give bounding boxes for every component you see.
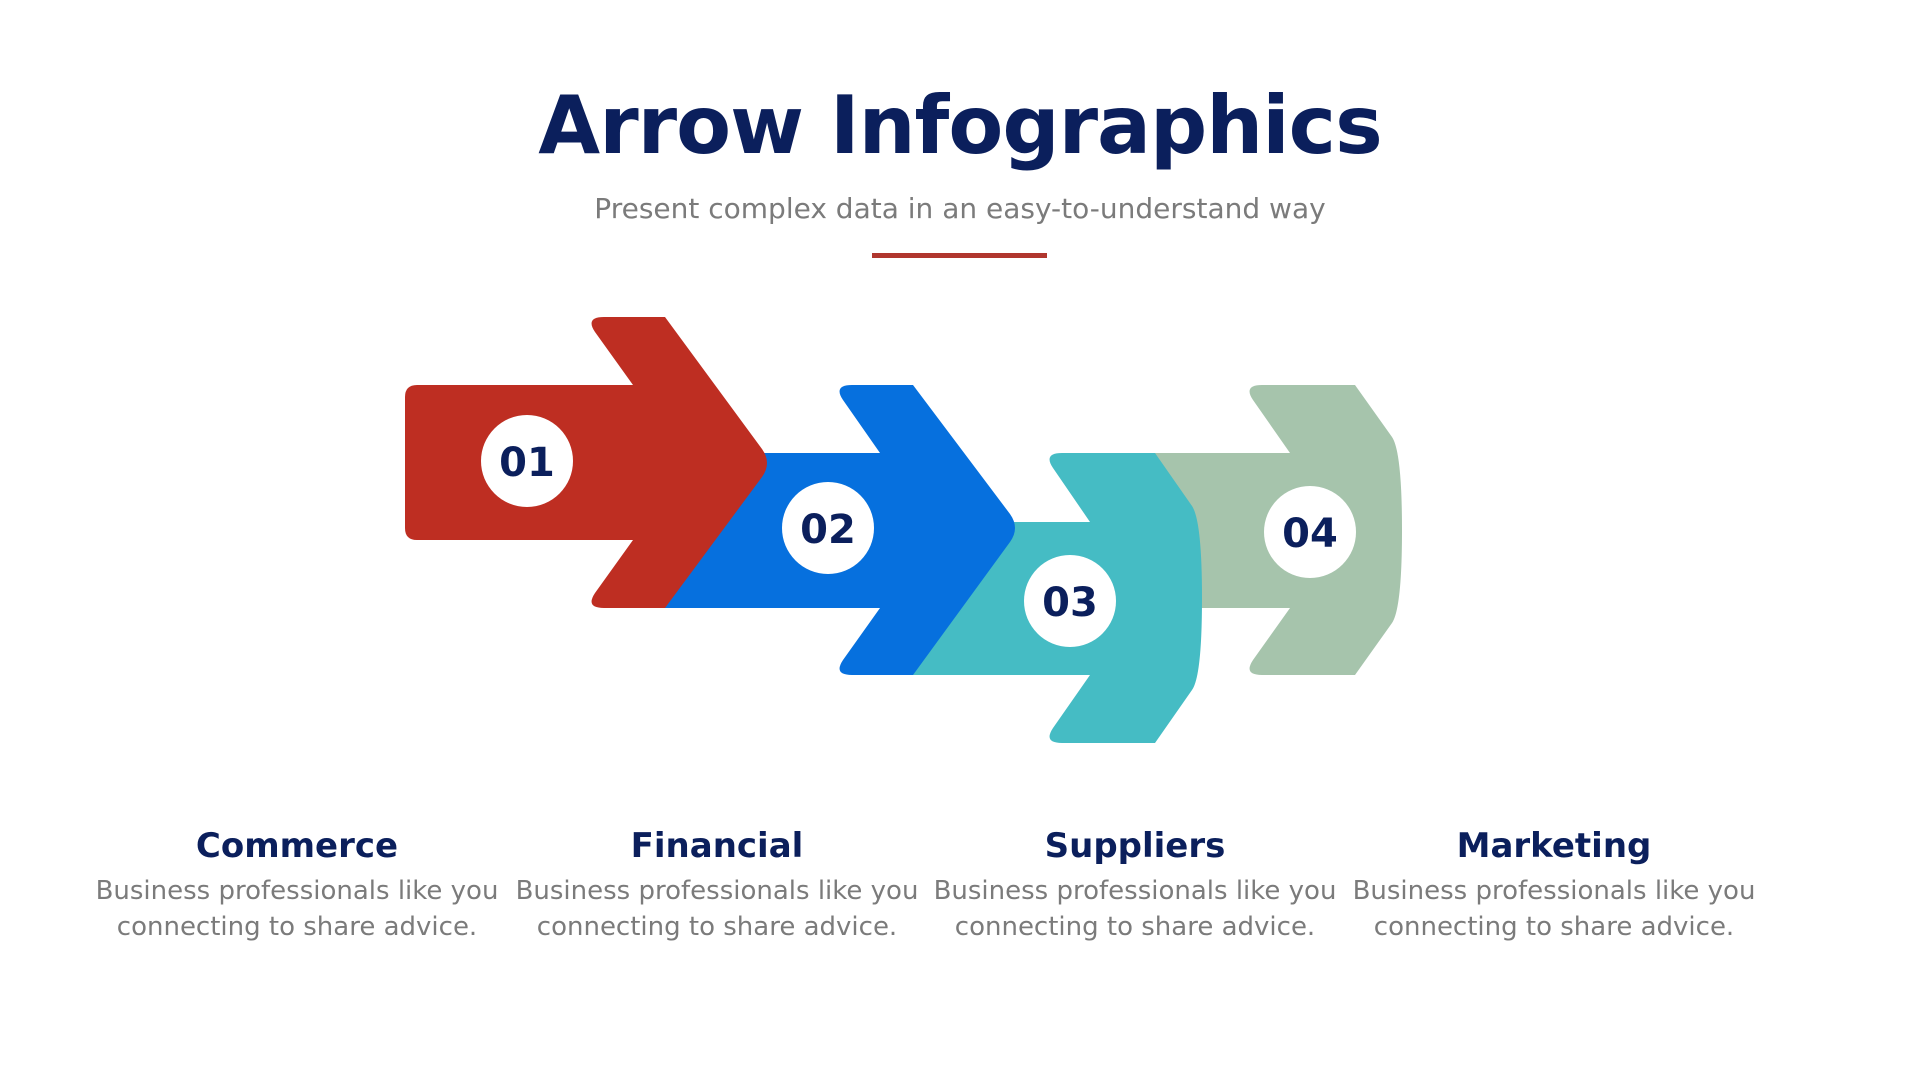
- svg-text:04: 04: [1282, 511, 1338, 557]
- page-title: Arrow Infographics: [538, 79, 1382, 172]
- svg-text:03: 03: [1042, 580, 1098, 626]
- step-title: Suppliers: [1044, 826, 1226, 866]
- step-description: Business professionals like you connecti…: [87, 873, 507, 945]
- step-column-marketing: Marketing Business professionals like yo…: [1344, 826, 1764, 945]
- step-title: Financial: [630, 826, 804, 866]
- description-line-1: Business professionals like you: [515, 875, 919, 906]
- description-line-1: Business professionals like you: [1352, 875, 1756, 906]
- description-line-2: connecting to share advice.: [1373, 911, 1735, 942]
- title-divider: [872, 253, 1047, 258]
- arrow-step-01: [405, 317, 767, 608]
- step-column-financial: Financial Business professionals like yo…: [507, 826, 927, 945]
- step-badge-01: 01: [481, 415, 573, 507]
- step-column-commerce: Commerce Business professionals like you…: [87, 826, 507, 945]
- svg-text:01: 01: [499, 440, 555, 486]
- svg-text:02: 02: [800, 507, 856, 553]
- step-badge-04: 04: [1264, 486, 1356, 578]
- description-line-2: connecting to share advice.: [536, 911, 898, 942]
- step-title: Marketing: [1456, 826, 1652, 866]
- step-title: Commerce: [195, 826, 399, 866]
- description-line-2: connecting to share advice.: [954, 911, 1316, 942]
- step-badge-02: 02: [782, 482, 874, 574]
- step-description: Business professionals like you connecti…: [925, 873, 1345, 945]
- description-line-2: connecting to share advice.: [116, 911, 478, 942]
- step-description: Business professionals like you connecti…: [507, 873, 927, 945]
- page-subtitle: Present complex data in an easy-to-under…: [594, 192, 1326, 225]
- step-badge-03: 03: [1024, 555, 1116, 647]
- description-line-1: Business professionals like you: [933, 875, 1337, 906]
- step-column-suppliers: Suppliers Business professionals like yo…: [925, 826, 1345, 945]
- step-description: Business professionals like you connecti…: [1344, 873, 1764, 945]
- description-line-1: Business professionals like you: [95, 875, 499, 906]
